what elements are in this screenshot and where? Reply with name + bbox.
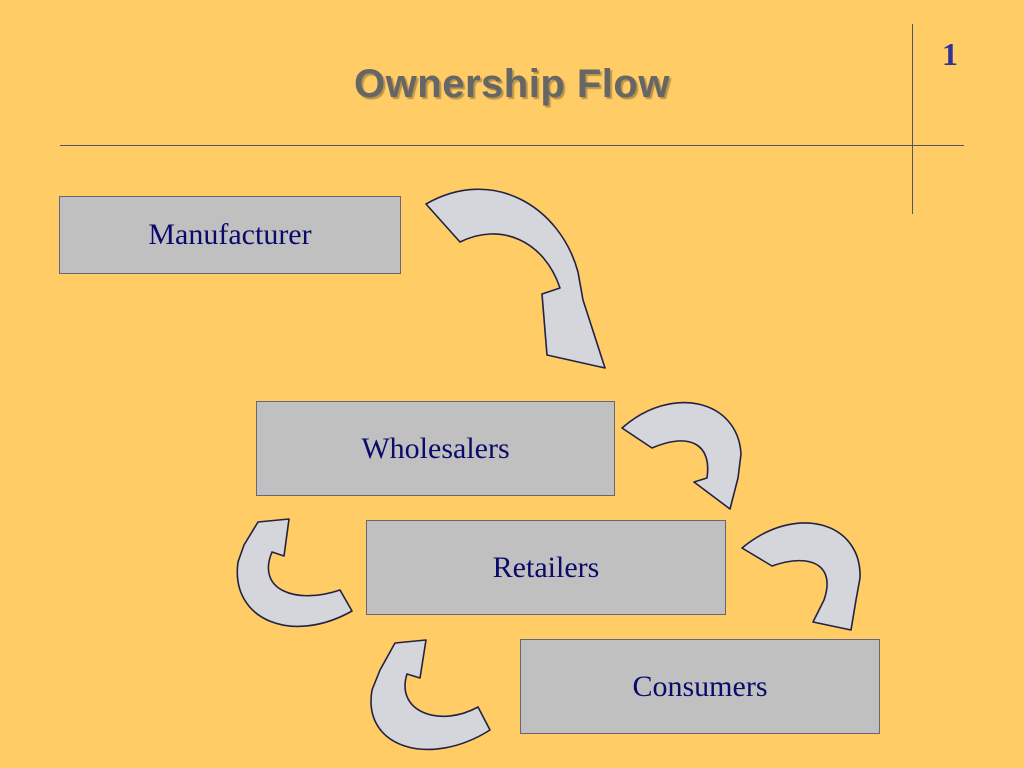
node-consumers: Consumers: [520, 639, 880, 734]
node-wholesalers: Wholesalers: [256, 401, 615, 496]
arrow-retailers-to-wholesalers: [236, 518, 353, 628]
arrow-wholesalers-to-retailers: [621, 401, 742, 510]
node-retailers: Retailers: [366, 520, 726, 615]
node-label: Manufacturer: [148, 218, 312, 251]
node-label: Consumers: [632, 669, 768, 703]
arrow-manufacturer-to-wholesalers: [425, 188, 606, 369]
node-label: Retailers: [492, 550, 600, 584]
node-label: Wholesalers: [361, 431, 510, 465]
title-divider-vertical: [912, 24, 913, 214]
node-manufacturer: Manufacturer: [59, 196, 401, 274]
title-divider-horizontal: [60, 145, 964, 146]
slide-title: Ownership Flow: [354, 62, 670, 106]
arrow-consumers-to-retailers: [370, 639, 491, 751]
slide-number: 1: [942, 36, 958, 72]
arrow-retailers-to-consumers: [741, 522, 861, 631]
